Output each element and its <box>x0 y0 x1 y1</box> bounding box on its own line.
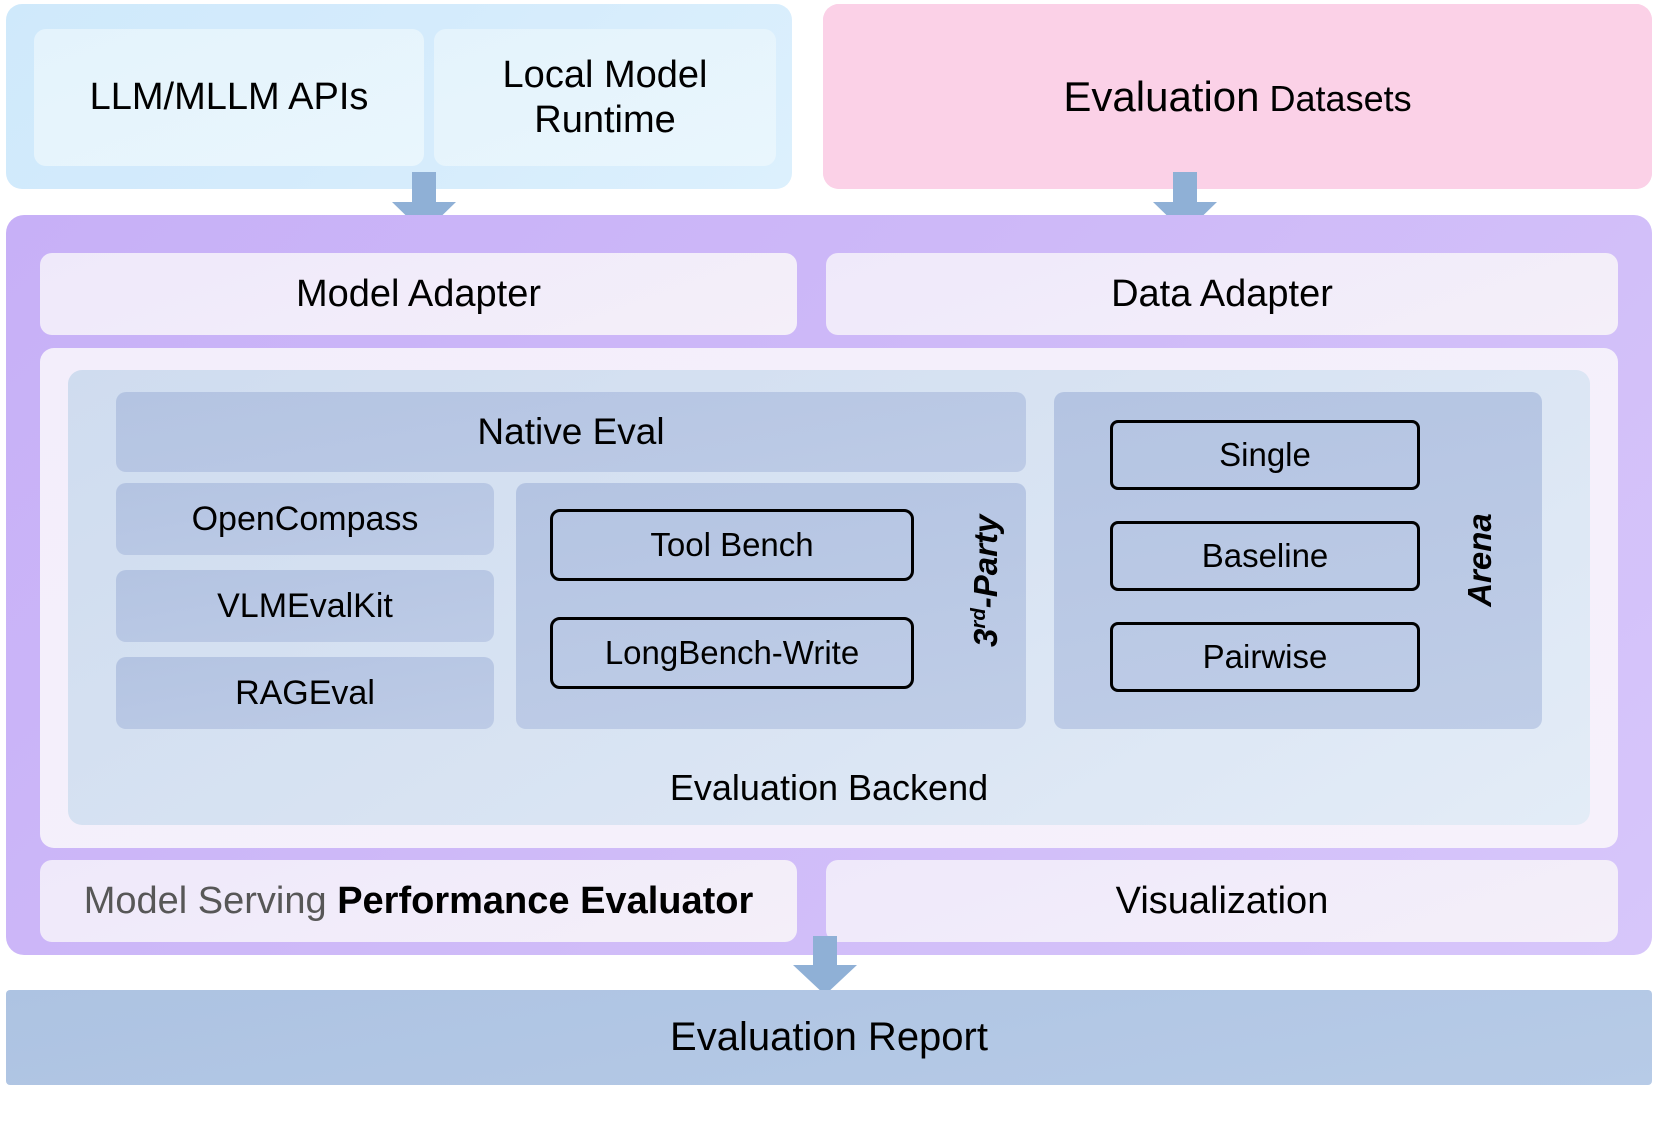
evaluation-datasets-panel: Evaluation Datasets <box>823 4 1652 189</box>
local-model-runtime-label: Local Model Runtime <box>503 53 708 143</box>
datasets-label-weak: Datasets <box>1259 77 1412 119</box>
arena-item-label: Baseline <box>1201 537 1329 574</box>
evaluation-backend-shell: Native Eval OpenCompass VLMEvalKit RAGEv… <box>40 348 1618 848</box>
third-party-panel: Tool Bench LongBench-Write 3rd-Party <box>516 483 1026 729</box>
arrow-core-to-report-icon <box>792 936 858 996</box>
third-party-label-sup: rd <box>967 608 990 629</box>
evaluation-datasets-label: Evaluation Datasets <box>1063 73 1411 121</box>
arena-item-label: Pairwise <box>1202 638 1328 675</box>
evaluation-report-bar: Evaluation Report <box>6 990 1652 1085</box>
third-party-item-label: LongBench-Write <box>604 634 860 671</box>
native-eval-banner: Native Eval <box>116 392 1026 472</box>
evaluation-core-panel: Model Adapter Data Adapter Native Eval O… <box>6 215 1652 955</box>
datasets-label-strong: Evaluation <box>1063 72 1260 120</box>
performance-evaluator-prefix: Model Serving <box>83 879 338 922</box>
data-adapter-label: Data Adapter <box>1111 272 1333 315</box>
data-adapter-box: Data Adapter <box>826 253 1618 335</box>
third-party-item-longbench-write: LongBench-Write <box>550 617 914 689</box>
local-model-runtime-box: Local Model Runtime <box>434 29 776 166</box>
native-eval-label: Native Eval <box>477 411 665 452</box>
third-party-item-tool-bench: Tool Bench <box>550 509 914 581</box>
native-item-rageval: RAGEval <box>116 657 494 729</box>
evaluation-report-label: Evaluation Report <box>670 1015 988 1059</box>
arena-vertical-label: Arena <box>1461 513 1498 607</box>
evaluation-backend-caption: Evaluation Backend <box>68 762 1590 814</box>
native-item-vlmevalkit: VLMEvalKit <box>116 570 494 642</box>
arena-item-label: Single <box>1219 436 1311 473</box>
native-item-label: OpenCompass <box>191 499 419 538</box>
visualization-box: Visualization <box>826 860 1618 942</box>
performance-evaluator-emphasis: Performance Evaluator <box>337 879 754 922</box>
model-adapter-box: Model Adapter <box>40 253 797 335</box>
native-item-label: VLMEvalKit <box>217 586 393 625</box>
llm-mllm-apis-label: LLM/MLLM APIs <box>89 76 369 119</box>
local-model-runtime-line1: Local Model <box>502 53 708 96</box>
arrow-datasets-to-data-adapter-icon <box>1152 172 1218 234</box>
third-party-label-suffix: -Party <box>967 514 1004 609</box>
native-item-opencompass: OpenCompass <box>116 483 494 555</box>
arena-item-single: Single <box>1110 420 1420 490</box>
arena-item-pairwise: Pairwise <box>1110 622 1420 692</box>
evaluation-datasets-box: Evaluation Datasets <box>823 4 1652 189</box>
visualization-label: Visualization <box>1115 879 1329 922</box>
performance-evaluator-box: Model Serving Performance Evaluator <box>40 860 797 942</box>
model-adapter-label: Model Adapter <box>295 272 542 315</box>
arena-panel: Single Baseline Pairwise Arena <box>1054 392 1542 729</box>
local-model-runtime-line2: Runtime <box>534 98 676 141</box>
performance-evaluator-label: Model Serving Performance Evaluator <box>84 880 754 923</box>
model-sources-panel: LLM/MLLM APIs Local Model Runtime <box>6 4 792 189</box>
evaluation-backend-label: Evaluation Backend <box>669 767 989 808</box>
third-party-vertical-label: 3rd-Party <box>959 515 1004 647</box>
evaluation-backend-inner: Native Eval OpenCompass VLMEvalKit RAGEv… <box>68 370 1590 825</box>
arrow-sources-to-model-adapter-icon <box>391 172 457 234</box>
llm-mllm-apis-box: LLM/MLLM APIs <box>34 29 424 166</box>
third-party-item-label: Tool Bench <box>650 526 814 563</box>
third-party-label-prefix: 3 <box>967 628 1004 647</box>
native-item-label: RAGEval <box>235 673 375 712</box>
arena-item-baseline: Baseline <box>1110 521 1420 591</box>
